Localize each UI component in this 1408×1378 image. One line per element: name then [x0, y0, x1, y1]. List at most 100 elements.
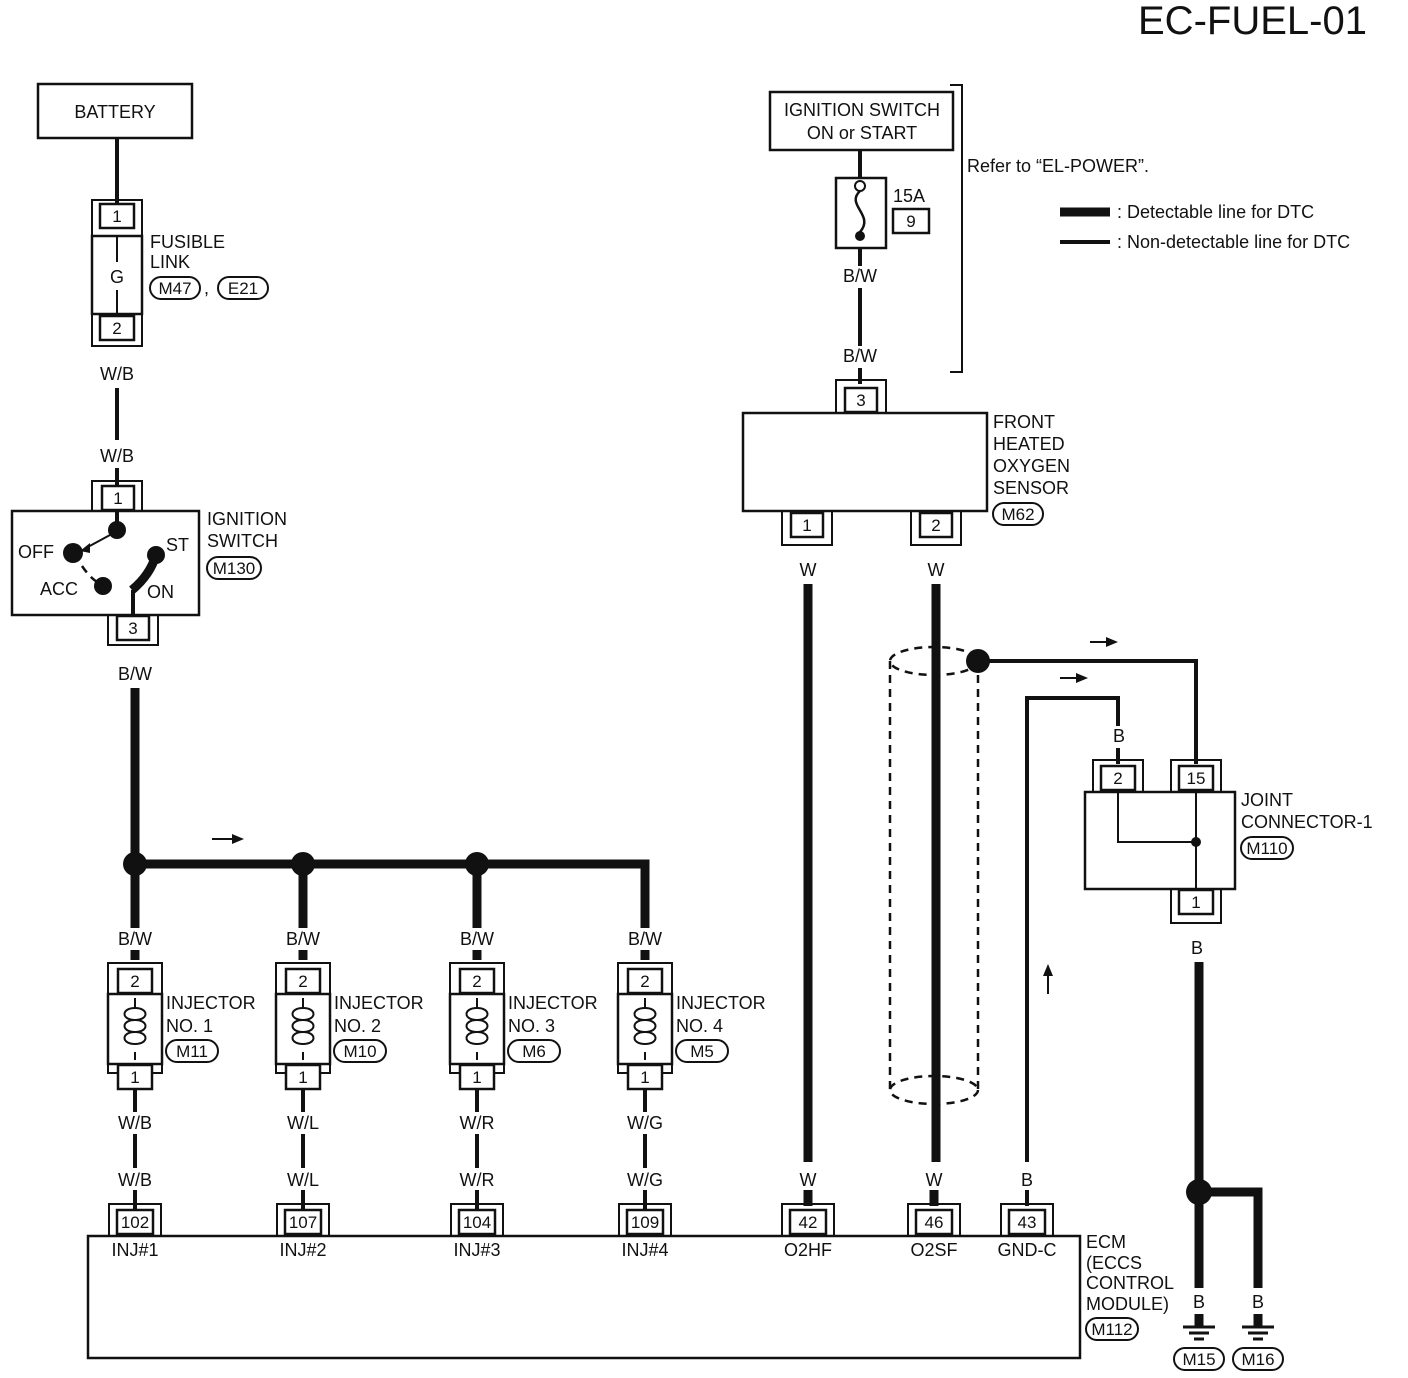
svg-text:2: 2 [298, 972, 307, 991]
coil-icon [633, 1007, 657, 1046]
fusible-link-conn-b: E21 [228, 279, 258, 298]
ecm-pin-label: INJ#4 [621, 1240, 668, 1260]
ground-wire-label: B [1193, 1292, 1205, 1312]
injector-wire-mid-label: W/L [287, 1113, 319, 1133]
injector-title-2: NO. 3 [508, 1016, 555, 1036]
injector-pin-bottom [284, 1063, 322, 1091]
ecm: ECM (ECCS CONTROL MODULE) M112 [86, 1232, 1174, 1360]
coil-icon [123, 1007, 147, 1046]
ecm-title-2: (ECCS [1086, 1253, 1142, 1273]
injector-title-2: NO. 2 [334, 1016, 381, 1036]
injector-title-2: NO. 4 [676, 1016, 723, 1036]
ecm-conn: M112 [1091, 1320, 1132, 1339]
fusible-link-letter: G [110, 267, 124, 287]
o2-sensor-conn: M62 [1001, 505, 1034, 524]
joint-connector-pin-1 [1177, 888, 1215, 916]
ground-conn: M15 [1182, 1350, 1215, 1369]
svg-text:1: 1 [298, 1068, 307, 1087]
wire-ground-branch [1199, 1187, 1263, 1288]
ecm-terminals: 102INJ#1107INJ#2104INJ#3109INJ#4W42O2HFW… [108, 1168, 1057, 1260]
fusible-link: 1 G 2 FUSIBLE LINK M47 , E21 [90, 199, 269, 347]
refer-bracket [950, 84, 963, 373]
ecm-title-4: MODULE) [1086, 1294, 1169, 1314]
injector-wire-mid-label: W/R [460, 1113, 495, 1133]
fuse-number: 9 [906, 212, 915, 231]
injector-conn-badge [333, 1039, 387, 1063]
o2-sensor-pin-1 [789, 511, 825, 539]
joint-wire-b-bottom: B [1191, 938, 1203, 958]
legend: : Detectable line for DTC : Non-detectab… [1060, 202, 1350, 252]
injector-pin-bottom [626, 1063, 664, 1091]
wire-label-wb-2: W/B [100, 446, 134, 466]
ignition-switch-conn: M130 [213, 559, 256, 578]
ecm-pin-label: INJ#2 [279, 1240, 326, 1260]
ignition-switch-conn-badge [206, 556, 262, 580]
fusible-link-conn-b-badge [217, 276, 269, 300]
o2-sensor-title-1: FRONT [993, 412, 1055, 432]
flow-arrow-2 [1106, 637, 1118, 647]
o2-sensor-body [741, 411, 989, 513]
injector-pin-top [116, 967, 154, 995]
coil-icon [291, 1007, 315, 1046]
svg-text:43: 43 [1018, 1213, 1037, 1232]
svg-text:15: 15 [1187, 769, 1206, 788]
injector-title-1: INJECTOR [676, 993, 766, 1013]
ignition-on-start-title-2: ON or START [807, 123, 917, 143]
ignition-switch-off: OFF [18, 542, 54, 562]
ignition-switch-pin-bottom [115, 614, 151, 642]
joint-connector-pin-2 [1099, 764, 1137, 792]
injector-wire-low-label: W/L [287, 1170, 319, 1190]
coil-icon [465, 1007, 489, 1046]
svg-text:2: 2 [130, 972, 139, 991]
svg-text:2: 2 [931, 516, 940, 535]
svg-text:1: 1 [113, 489, 122, 508]
ignition-on-start-title-1: IGNITION SWITCH [784, 100, 940, 120]
ignition-switch-body [10, 509, 201, 617]
ecm-title-1: ECM [1086, 1232, 1126, 1252]
joint-connector-pin-15 [1177, 764, 1215, 792]
joint-connector-title-1: JOINT [1241, 790, 1293, 810]
injector-wire-top-label: B/W [286, 929, 320, 949]
injector-title-1: INJECTOR [334, 993, 424, 1013]
joint-connector-conn: M110 [1246, 839, 1287, 858]
ground-splice [1186, 1179, 1212, 1205]
ecm-pin [457, 1208, 497, 1236]
joint-connector: B 2 15 JOINT CONNECTOR-1 M110 1 B [1083, 726, 1373, 958]
injector-conn-badge [675, 1039, 729, 1063]
injector-conn-badge [507, 1039, 561, 1063]
battery-box [36, 82, 194, 140]
wire-label-wb-1: W/B [100, 364, 134, 384]
svg-text:1: 1 [802, 516, 811, 535]
splice-1 [123, 852, 147, 876]
o2-sensor-pin-2 [918, 511, 954, 539]
ecm-body [86, 1234, 1082, 1360]
o2-sensor: 3 FRONT HEATED OXYGEN SENSOR M62 1 2 W W [741, 379, 1070, 580]
ecm-pin-label: INJ#1 [111, 1240, 158, 1260]
flow-arrow-3 [1076, 673, 1088, 683]
ground-conn-badge [1232, 1347, 1284, 1371]
fusible-link-title-2: LINK [150, 252, 190, 272]
svg-text:46: 46 [925, 1213, 944, 1232]
svg-text:109: 109 [631, 1213, 659, 1232]
svg-text:3: 3 [856, 391, 865, 410]
ground-conn-badge [1173, 1347, 1225, 1371]
injector-wire-top-label: B/W [118, 929, 152, 949]
injector-wire-mid-label: W/G [627, 1113, 663, 1133]
svg-text:1: 1 [130, 1068, 139, 1087]
wire-label-bw-fuse-2: B/W [843, 346, 877, 366]
ignition-switch-title-1: IGNITION [207, 509, 287, 529]
injector-title-1: INJECTOR [508, 993, 598, 1013]
ecm-pin [625, 1208, 665, 1236]
wire-label-w-o2-2: W [928, 560, 945, 580]
svg-text:,: , [204, 278, 209, 298]
